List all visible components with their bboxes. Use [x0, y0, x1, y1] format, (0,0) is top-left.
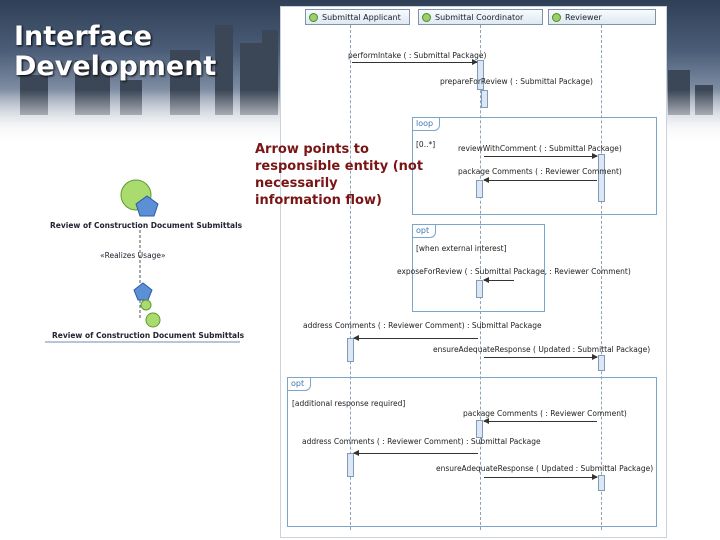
- title-line-1: Interface: [14, 21, 153, 52]
- opt-guard: [additional response required]: [292, 399, 406, 408]
- message-arrow[interactable]: [483, 177, 597, 183]
- opt-fragment-tag: opt: [288, 378, 312, 391]
- loop-fragment: loop: [412, 117, 657, 215]
- message-label: address Comments ( : Reviewer Comment) :…: [303, 321, 542, 330]
- message-label: exposeForReview ( : Submittal Package, :…: [397, 267, 631, 276]
- message-arrow[interactable]: [484, 354, 598, 360]
- message-label: performIntake ( : Submittal Package): [348, 51, 487, 60]
- title-line-2: Development: [14, 51, 217, 82]
- activation-bar: [347, 453, 354, 477]
- activation-bar: [598, 154, 605, 202]
- message-label: prepareForReview ( : Submittal Package): [440, 77, 593, 86]
- arrowhead-icon: [353, 335, 359, 341]
- activation-bar: [598, 475, 605, 491]
- usecase-bottom-label: Review of Construction Document Submitta…: [52, 331, 245, 340]
- message-label: address Comments ( : Reviewer Comment) :…: [302, 437, 541, 446]
- arrowhead-icon: [592, 354, 598, 360]
- arrowhead-icon: [483, 177, 489, 183]
- lifeline-name: Submittal Coordinator: [435, 13, 524, 22]
- opt-fragment: opt: [412, 224, 545, 312]
- opt-fragment: opt: [287, 377, 657, 527]
- usecase-diagram: [45, 179, 240, 343]
- message-label: package Comments ( : Reviewer Comment): [458, 167, 622, 176]
- message-arrow[interactable]: [484, 153, 598, 159]
- lifeline-name: Submittal Applicant: [322, 13, 401, 22]
- message-arrow[interactable]: [353, 335, 478, 341]
- lifeline-head-reviewer[interactable]: Reviewer: [548, 9, 656, 25]
- lifeline-head-applicant[interactable]: Submittal Applicant: [305, 9, 410, 25]
- activation-bar: [477, 60, 484, 90]
- arrowhead-icon: [592, 153, 598, 159]
- activation-bar: [598, 355, 605, 371]
- actor-icon: [552, 13, 561, 22]
- usecase-top-label: Review of Construction Document Submitta…: [50, 221, 243, 230]
- opt-fragment-tag: opt: [413, 225, 437, 238]
- usecase-stereotype: «Realizes Usage»: [100, 251, 166, 260]
- annotation-note: Arrow points to responsible entity (not …: [255, 142, 424, 208]
- lifeline-coordinator: [480, 25, 481, 530]
- message-arrow[interactable]: [483, 277, 514, 283]
- arrowhead-icon: [483, 418, 489, 424]
- slide-title: Interface Development: [14, 22, 216, 82]
- message-label: ensureAdequateResponse ( Updated : Submi…: [433, 345, 651, 354]
- message-arrow[interactable]: [483, 418, 597, 424]
- message-arrow[interactable]: [352, 59, 478, 65]
- sequence-diagram-panel: [280, 6, 667, 538]
- lifeline-reviewer: [601, 25, 602, 530]
- message-label: reviewWithComment ( : Submittal Package): [458, 144, 622, 153]
- opt-guard: [when external interest]: [416, 244, 507, 253]
- arrowhead-icon: [592, 474, 598, 480]
- arrowhead-icon: [483, 277, 489, 283]
- message-label: ensureAdequateResponse ( Updated : Submi…: [436, 464, 654, 473]
- lifeline-name: Reviewer: [565, 13, 602, 22]
- lifeline-applicant: [350, 25, 351, 530]
- activation-bar: [347, 338, 354, 362]
- lifeline-head-coordinator[interactable]: Submittal Coordinator: [418, 9, 543, 25]
- usecase-small-circle: [145, 312, 161, 328]
- activation-bar: [476, 280, 483, 298]
- message-arrow[interactable]: [353, 450, 478, 456]
- arrowhead-icon: [353, 450, 359, 456]
- arrowhead-icon: [472, 59, 478, 65]
- loop-guard: [0..*]: [416, 140, 436, 149]
- actor-icon: [309, 13, 318, 22]
- collaboration-pentagon-icon: [135, 195, 159, 217]
- usecase-small-circle: [140, 299, 152, 311]
- message-label: package Comments ( : Reviewer Comment): [463, 409, 627, 418]
- message-arrow[interactable]: [484, 474, 598, 480]
- loop-fragment-tag: loop: [413, 118, 441, 131]
- activation-bar: [481, 90, 488, 108]
- activation-bar: [476, 420, 483, 438]
- activation-bar: [476, 180, 483, 198]
- collaboration-small-pentagon-icon: [133, 282, 153, 301]
- actor-icon: [422, 13, 431, 22]
